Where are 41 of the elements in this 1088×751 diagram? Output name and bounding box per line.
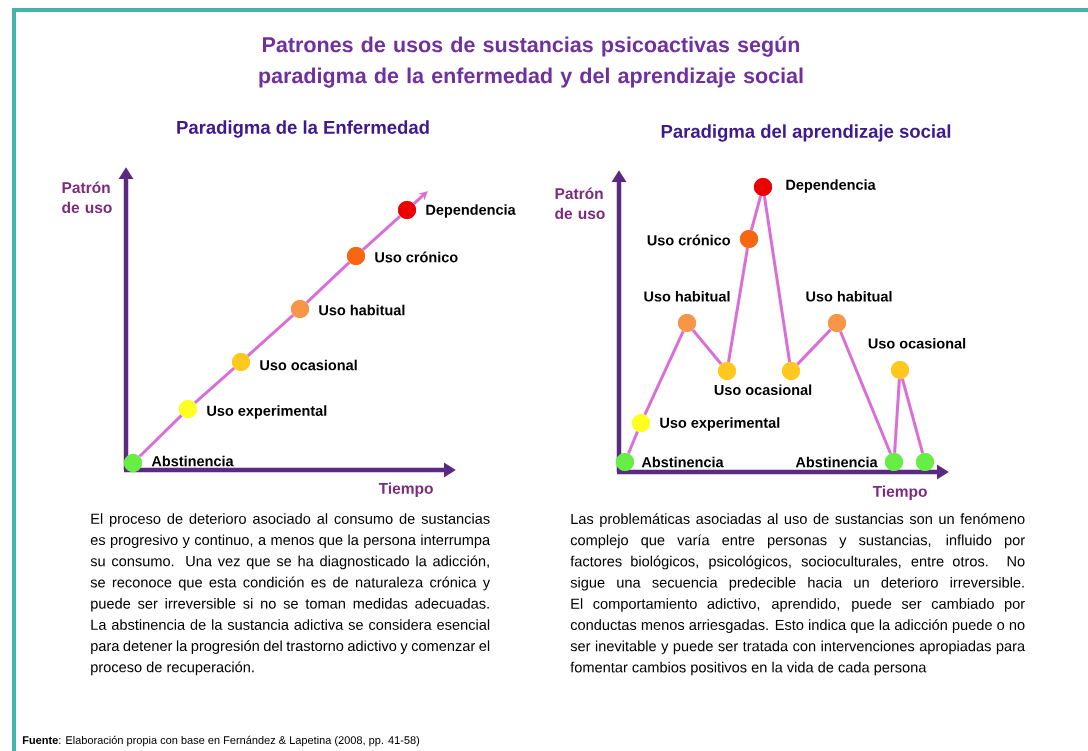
point-label: Uso ocasional bbox=[714, 384, 812, 396]
connector-line bbox=[138, 414, 183, 458]
heading: Paradigma de la Enfermedad bbox=[177, 120, 429, 138]
point-label: Uso crónico bbox=[647, 234, 731, 246]
point-label: Uso habitual bbox=[319, 304, 405, 316]
point-label: Uso habitual bbox=[806, 290, 892, 302]
point-label: Abstinencia bbox=[151, 455, 234, 467]
paragraph: El proceso de deterioro asociado al consumo de sustancias es progresivo y continuo, a menos que la persona interrumpa su consumo. Una vez que se ha diagnosticado la adicción, se reconoce que esta condición es de naturaleza crónica y puede ser irreversible si no se toman medidas adecuadas. La abstinencia de la sustancia adictiva se considera esencial para detener la progresión del trastorno adictivo y comenzar el proceso de recuperación. bbox=[90, 513, 491, 676]
connector-line bbox=[193, 366, 236, 404]
connector-line bbox=[893, 379, 901, 453]
point-label: Uso ocasional bbox=[868, 337, 966, 349]
paragraph: Las problemáticas asociadas al uso de sustancias son un fenómeno complejo que varía entre personas y sustancias, influido por factores biológicos, psicológicos, socioculturales, entre otros. No sigue una secuencia predecible hacia un deterioro irreversible. El comportamiento adictivo, aprendido, puede ser cambiado por conductas menos arriesgadas. Esto indica que la adicción puede o no ser inevitable y puede ser tratada con intervenciones apropiadas para fomentar cambios positivos en la vida de cada persona bbox=[570, 513, 1026, 676]
connector-line bbox=[762, 195, 792, 363]
point-label: Dependencia bbox=[786, 179, 876, 193]
point-label: Abstinencia bbox=[641, 456, 724, 468]
connector-line bbox=[900, 378, 925, 454]
point-label: Uso ocasional bbox=[260, 359, 357, 371]
point-label: Uso experimental bbox=[660, 417, 780, 431]
axis-label: Patrón de uso bbox=[62, 181, 112, 214]
connector-line bbox=[796, 328, 832, 366]
connector-line bbox=[643, 330, 685, 416]
axis-label: Patrón de uso bbox=[555, 187, 605, 220]
title: Patrones de usos de sustancias psicoactivas según paradigma de la enfermedad y del aprendizaje social bbox=[259, 36, 803, 88]
connector-line bbox=[627, 430, 639, 455]
source-note: Fuente: Elaboración propia con base en Fernández & Lapetina (2008, pp. 41-58) bbox=[22, 735, 420, 747]
point-label: Uso experimental bbox=[207, 405, 327, 419]
point-label: Dependencia bbox=[426, 204, 516, 218]
connector-line bbox=[691, 329, 723, 365]
connector-line bbox=[412, 191, 428, 205]
connector-line bbox=[839, 330, 892, 455]
connector-line bbox=[727, 247, 749, 363]
point-label: Uso habitual bbox=[644, 290, 730, 302]
axis-label: Tiempo bbox=[378, 482, 433, 497]
heading: Paradigma del aprendizaje social bbox=[661, 124, 951, 142]
point-label: Abstinencia bbox=[795, 456, 878, 468]
axis-label: Tiempo bbox=[872, 485, 927, 500]
connector-line bbox=[749, 195, 763, 231]
connector-line bbox=[246, 314, 295, 357]
point-label: Uso crónico bbox=[375, 251, 458, 263]
connector-line bbox=[305, 261, 351, 304]
connector-line bbox=[361, 215, 402, 251]
